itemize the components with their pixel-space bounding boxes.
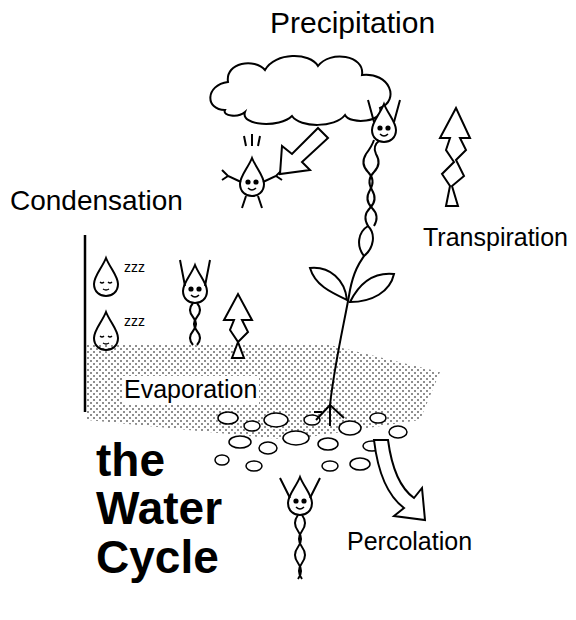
cloud-part: [210, 56, 390, 125]
percolation-drop-part: [280, 478, 320, 498]
pebbles-part: [322, 461, 338, 471]
rain-drop-part: [240, 158, 264, 196]
plant-part: [350, 274, 394, 302]
sleep-mark: zzz: [122, 314, 147, 329]
pebbles-part: [259, 442, 277, 454]
plant: [310, 226, 394, 426]
transpiration-drop-part: [368, 100, 400, 122]
pebbles-part: [218, 412, 238, 424]
pebbles-part: [283, 431, 309, 445]
condensation-drops-part: [94, 258, 118, 296]
rain-drop-part: [222, 170, 241, 182]
transpiration-arrow: [440, 108, 470, 206]
percolation-arrow: [374, 440, 425, 520]
plant-part: [314, 405, 344, 426]
condensation-drops: [94, 258, 118, 350]
pebbles-part: [229, 436, 251, 448]
stage-label: Evaporation: [122, 376, 259, 404]
evaporation-drop-part: [194, 303, 200, 345]
pebbles-part: [389, 426, 407, 438]
rain-drop-part: [244, 134, 260, 146]
ground-stipple-part: [87, 345, 440, 440]
precipitation-arrow-part: [280, 128, 328, 174]
pebbles-part: [264, 413, 288, 427]
plant-part: [359, 226, 373, 256]
stage-label: Condensation: [8, 186, 185, 217]
cloud: [210, 56, 390, 125]
rain-drop-part: [263, 170, 282, 182]
evaporation-drop: [180, 260, 210, 345]
pebbles-part: [350, 458, 370, 470]
evaporation-arrow-part: [224, 294, 252, 358]
condensation-drops-part: [94, 312, 118, 350]
evaporation-drop-part: [180, 260, 210, 286]
transpiration-drop-part: [372, 104, 396, 142]
stage-label: Transpiration: [421, 224, 570, 252]
percolation-drop-part: [299, 515, 305, 579]
pebbles-part: [246, 461, 262, 471]
stage-label: Precipitation: [268, 6, 437, 39]
percolation-drop-part: [288, 477, 312, 515]
transpiration-arrow-part: [440, 108, 470, 206]
pebbles-part: [215, 455, 229, 465]
percolation-drop: [280, 477, 320, 579]
pebbles-part: [370, 413, 386, 423]
stage-label: Percolation: [345, 528, 474, 556]
precipitation-arrow: [280, 128, 328, 174]
sleep-mark: zzz: [122, 260, 147, 275]
rain-drop: [222, 134, 282, 208]
rain-drop-part: [242, 196, 262, 208]
plant-part: [310, 268, 347, 300]
evaporation-drop-part: [183, 265, 207, 303]
evaporation-arrow: [224, 294, 252, 358]
pebbles-part: [318, 438, 338, 450]
transpiration-drop-part: [363, 140, 376, 226]
diagram-title: the Water Cycle: [96, 436, 222, 581]
wall: [84, 235, 87, 412]
pebbles-part: [339, 421, 361, 435]
ground-stipple: [87, 345, 440, 440]
percolation-arrow-part: [374, 440, 425, 520]
transpiration-drop: [363, 100, 400, 226]
wall-part: [84, 235, 87, 412]
pebbles-part: [244, 421, 260, 431]
pebbles-part: [304, 415, 320, 425]
